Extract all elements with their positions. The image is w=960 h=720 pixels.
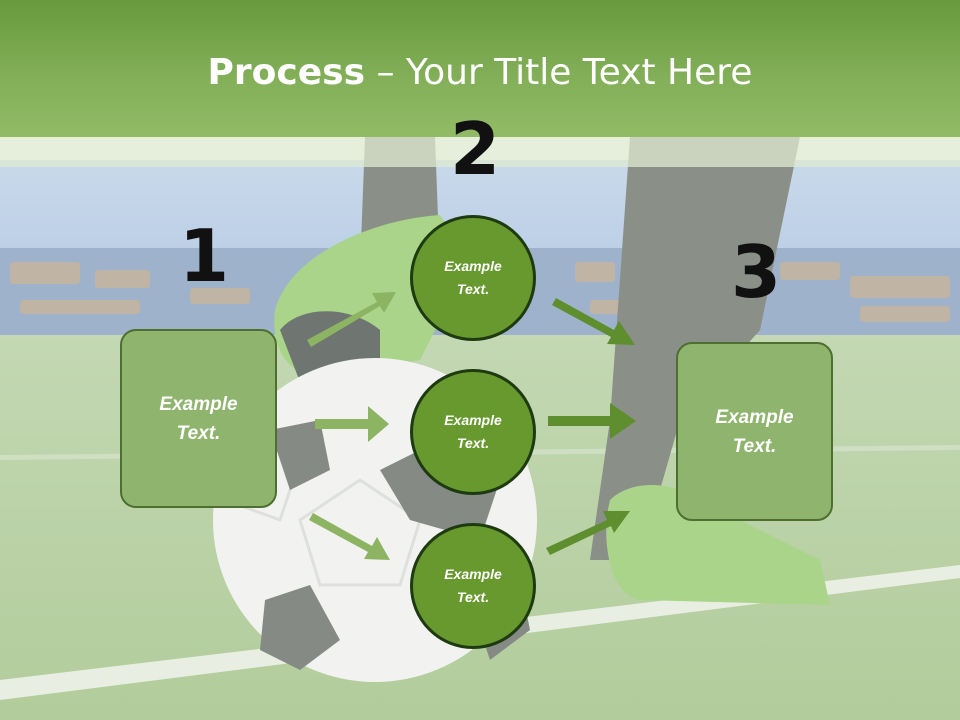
title-rest: – Your Title Text Here (365, 52, 753, 93)
circle-bottom-label: Example Text. (444, 566, 502, 605)
slide-title: Process – Your Title Text Here (0, 52, 960, 93)
circle-middle-label: Example Text. (444, 412, 502, 451)
circle-top[interactable]: Example Text. (410, 215, 536, 341)
step-number-3: 3 (731, 230, 782, 314)
title-bar (0, 0, 960, 137)
title-shadow-band (0, 137, 960, 167)
step-number-1: 1 (179, 214, 230, 298)
right-box-label: Example Text. (715, 406, 794, 457)
circle-bottom[interactable]: Example Text. (410, 523, 536, 649)
left-box-label: Example Text. (159, 393, 238, 444)
left-text-box[interactable]: Example Text. (120, 329, 277, 508)
circle-middle[interactable]: Example Text. (410, 369, 536, 495)
circle-top-label: Example Text. (444, 258, 502, 297)
step-number-2: 2 (450, 107, 501, 191)
title-bold: Process (207, 52, 366, 93)
right-text-box[interactable]: Example Text. (676, 342, 833, 521)
